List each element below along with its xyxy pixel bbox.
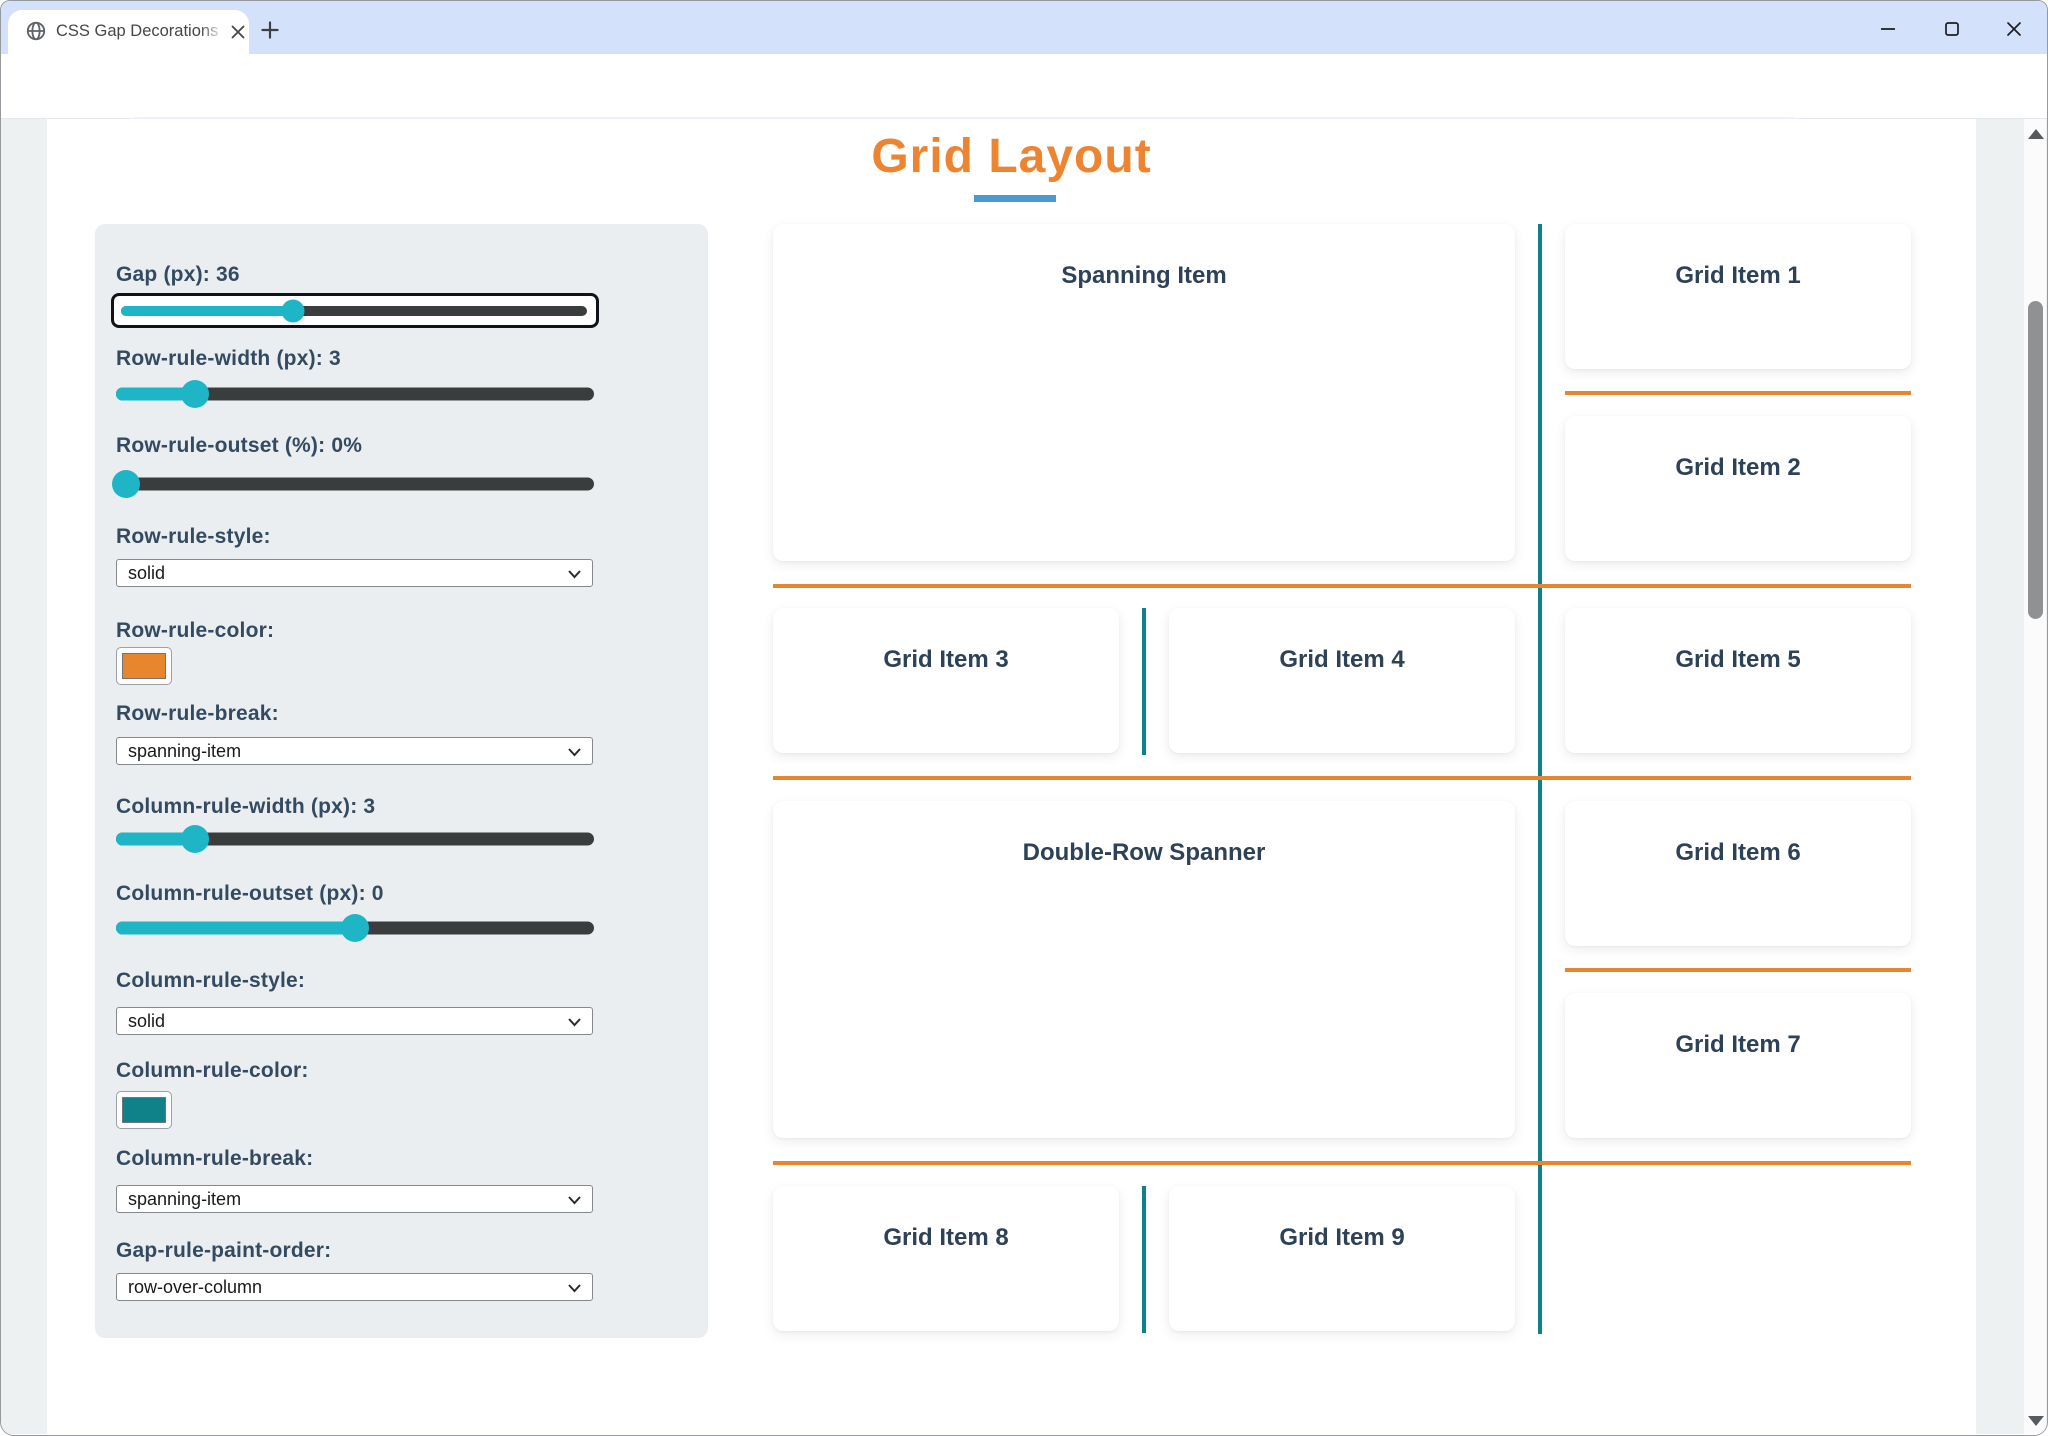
browser-toolbar: microsoftedge.github.io/Demos/css-gap-de… (1, 54, 2047, 162)
row-rule-outset-label: Row-rule-outset (%): 0% (116, 434, 363, 457)
row-rule-3 (773, 776, 1911, 780)
column-rule-break-label: Column-rule-break: (116, 1147, 314, 1170)
select-value: row-over-column (128, 1277, 263, 1297)
window-minimize-button[interactable] (1873, 14, 1903, 44)
grid-item-2: Grid Item 2 (1565, 416, 1911, 561)
grid-item-8: Grid Item 8 (773, 1186, 1119, 1331)
tab-close-icon[interactable] (227, 21, 249, 43)
slider-thumb[interactable] (180, 825, 209, 853)
column-rule-color-swatch (122, 1097, 166, 1123)
grid-double-row-spanner: Double-Row Spanner (773, 801, 1515, 1138)
column-rule-width-label: Column-rule-width (px): 3 (116, 795, 376, 818)
chevron-down-icon (568, 1284, 581, 1293)
gap-rule-paint-order-select[interactable]: row-over-column (116, 1273, 593, 1301)
grid-item-7: Grid Item 7 (1565, 993, 1911, 1138)
title-underline (974, 195, 1056, 202)
scrollbar-down-arrow-icon[interactable] (2028, 1416, 2044, 1426)
page-title: Grid Layout (871, 130, 1152, 183)
row-rule-style-select[interactable]: solid (116, 559, 593, 587)
column-rule-width-slider[interactable] (116, 825, 594, 853)
slider-fill (116, 387, 195, 401)
select-value: spanning-item (128, 741, 242, 761)
slider-fill (116, 832, 195, 846)
column-rule-color-label: Column-rule-color: (116, 1059, 309, 1082)
chevron-down-icon (568, 570, 581, 579)
grid-item-9: Grid Item 9 (1169, 1186, 1515, 1331)
browser-tab[interactable]: CSS Gap Decorations playgroun (8, 10, 249, 54)
grid-item-3: Grid Item 3 (773, 608, 1119, 753)
window-maximize-button[interactable] (1937, 14, 1967, 44)
controls-panel: Gap (px): 36 Row-rule-width (px): 3 Row-… (95, 224, 708, 1338)
scrollbar-thumb[interactable] (2028, 301, 2043, 619)
new-tab-button[interactable] (257, 17, 283, 43)
column-rule-break-select[interactable]: spanning-item (116, 1185, 593, 1213)
slider-thumb[interactable] (341, 914, 369, 942)
globe-favicon-icon (26, 21, 46, 41)
page-viewport: Grid Layout Gap (px): 36 Row-rule-width … (1, 119, 2047, 1434)
column-rule-row6 (1142, 1186, 1146, 1333)
row-rule-4 (1565, 968, 1911, 972)
chevron-down-icon (568, 1018, 581, 1027)
column-rule-outset-label: Column-rule-outset (px): 0 (116, 882, 384, 905)
window-close-button[interactable] (1999, 14, 2029, 44)
select-value: spanning-item (128, 1189, 242, 1209)
row-rule-color-picker[interactable] (116, 647, 172, 685)
select-value: solid (128, 563, 166, 583)
row-rule-width-slider[interactable] (116, 380, 594, 408)
grid-item-1: Grid Item 1 (1565, 224, 1911, 369)
row-rule-5 (773, 1161, 1911, 1165)
grid-spanning-item: Spanning Item (773, 224, 1515, 561)
slider-fill (116, 921, 355, 935)
row-rule-outset-slider[interactable] (111, 470, 594, 498)
tab-title: CSS Gap Decorations playgroun (56, 22, 224, 40)
row-rule-color-swatch (122, 653, 166, 679)
select-value: solid (128, 1011, 166, 1031)
row-rule-break-select[interactable]: spanning-item (116, 737, 593, 765)
grid-item-6: Grid Item 6 (1565, 801, 1911, 946)
chevron-down-icon (568, 1196, 581, 1205)
grid-item-4: Grid Item 4 (1169, 608, 1515, 753)
slider-thumb[interactable] (180, 380, 209, 408)
row-rule-style-label: Row-rule-style: (116, 525, 271, 548)
column-rule-color-picker[interactable] (116, 1091, 172, 1129)
gap-label: Gap (px): 36 (116, 263, 240, 286)
grid-item-5: Grid Item 5 (1565, 608, 1911, 753)
slider-thumb[interactable] (281, 299, 305, 322)
chevron-down-icon (568, 748, 581, 757)
scrollbar-up-arrow-icon[interactable] (2028, 129, 2044, 139)
gap-slider-focus-ring (111, 293, 599, 328)
row-rule-2 (773, 584, 1911, 588)
column-rule-outset-slider[interactable] (116, 914, 594, 942)
titlebar: CSS Gap Decorations playgroun (1, 1, 2047, 54)
slider-fill (121, 305, 294, 316)
slider-track (116, 832, 594, 846)
slider-thumb[interactable] (111, 470, 140, 498)
column-rule-style-select[interactable]: solid (116, 1007, 593, 1035)
slider-track (116, 387, 594, 401)
column-rule-style-label: Column-rule-style: (116, 969, 306, 992)
slider-track (116, 477, 594, 491)
gap-rule-paint-order-label: Gap-rule-paint-order: (116, 1239, 332, 1262)
column-rule-row3 (1142, 608, 1146, 755)
row-rule-1 (1565, 391, 1911, 395)
slider-track (121, 305, 587, 316)
row-rule-break-label: Row-rule-break: (116, 702, 279, 725)
row-rule-color-label: Row-rule-color: (116, 619, 275, 642)
gap-slider[interactable] (121, 299, 587, 322)
row-rule-width-label: Row-rule-width (px): 3 (116, 347, 341, 370)
